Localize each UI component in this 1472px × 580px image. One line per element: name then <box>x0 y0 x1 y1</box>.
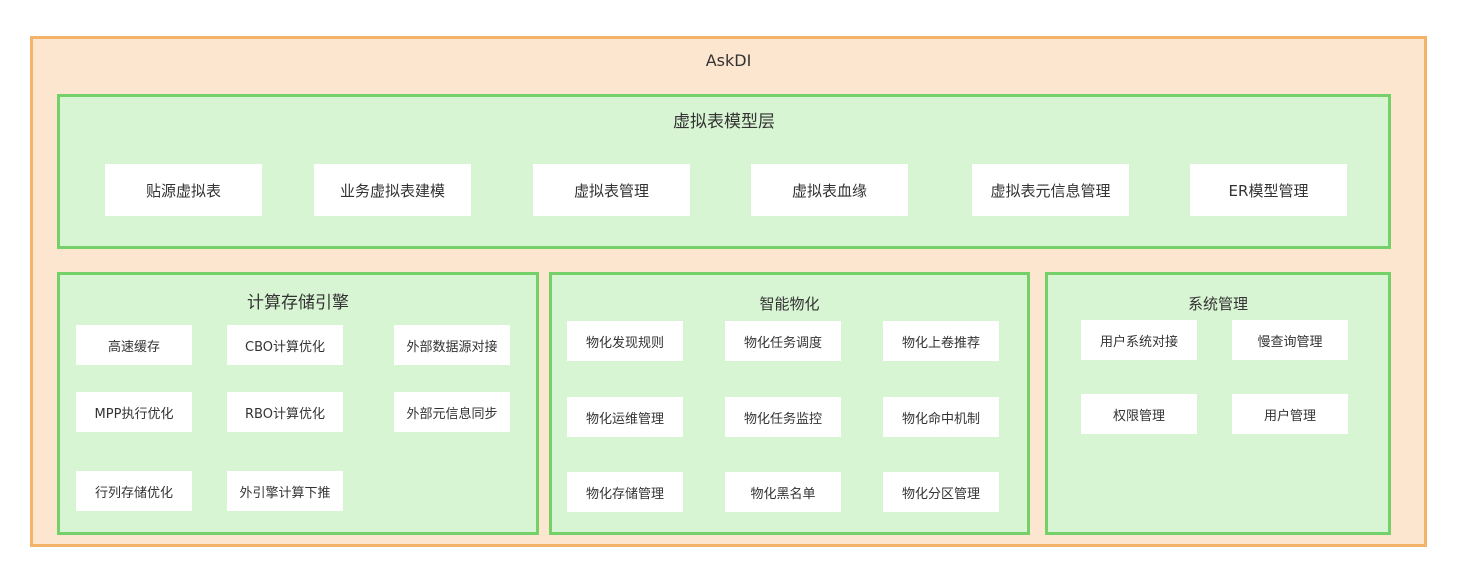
cse-external-datasource: 外部数据源对接 <box>394 325 510 365</box>
smart-materialization-title: 智能物化 <box>759 295 820 313</box>
cse-cbo-optimization: CBO计算优化 <box>227 325 343 365</box>
sys-slow-query-management: 慢查询管理 <box>1232 320 1348 360</box>
sm-task-monitoring: 物化任务监控 <box>725 397 841 437</box>
sm-discovery-rules: 物化发现规则 <box>567 321 683 361</box>
app-title: AskDI <box>705 51 752 70</box>
smart-materialization-panel: 智能物化 物化发现规则 物化任务调度 物化上卷推荐 物化运维管理 物化任务监控 … <box>549 272 1030 535</box>
system-management-title: 系统管理 <box>1187 295 1248 313</box>
cse-mpp-optimization: MPP执行优化 <box>76 392 192 432</box>
sm-rollup-recommendation: 物化上卷推荐 <box>883 321 999 361</box>
cse-high-speed-cache: 高速缓存 <box>76 325 192 365</box>
sm-task-scheduling: 物化任务调度 <box>725 321 841 361</box>
sm-partition-management: 物化分区管理 <box>883 472 999 512</box>
vt-metadata-management: 虚拟表元信息管理 <box>972 164 1129 216</box>
cse-row-column-storage: 行列存储优化 <box>76 471 192 511</box>
sm-ops-management: 物化运维管理 <box>567 397 683 437</box>
sys-user-system-integration: 用户系统对接 <box>1081 320 1197 360</box>
askdi-container: AskDI 虚拟表模型层 贴源虚拟表 业务虚拟表建模 虚拟表管理 虚拟表血缘 虚… <box>30 36 1427 547</box>
cse-pushdown: 外引擎计算下推 <box>227 471 343 511</box>
compute-storage-engine-panel: 计算存储引擎 高速缓存 CBO计算优化 外部数据源对接 MPP执行优化 RBO计… <box>57 272 539 535</box>
cse-rbo-optimization: RBO计算优化 <box>227 392 343 432</box>
sm-storage-management: 物化存储管理 <box>567 472 683 512</box>
virtual-table-layer-panel: 虚拟表模型层 贴源虚拟表 业务虚拟表建模 虚拟表管理 虚拟表血缘 虚拟表元信息管… <box>57 94 1391 249</box>
vt-er-model-management: ER模型管理 <box>1190 164 1347 216</box>
vt-source-virtual-table: 贴源虚拟表 <box>105 164 262 216</box>
sys-permission-management: 权限管理 <box>1081 394 1197 434</box>
vt-management: 虚拟表管理 <box>533 164 690 216</box>
vt-business-modeling: 业务虚拟表建模 <box>314 164 471 216</box>
virtual-table-layer-title: 虚拟表模型层 <box>673 112 775 132</box>
system-management-panel: 系统管理 用户系统对接 慢查询管理 权限管理 用户管理 <box>1045 272 1391 535</box>
sm-hit-mechanism: 物化命中机制 <box>883 397 999 437</box>
sm-blacklist: 物化黑名单 <box>725 472 841 512</box>
compute-storage-engine-title: 计算存储引擎 <box>247 293 349 313</box>
cse-external-metadata-sync: 外部元信息同步 <box>394 392 510 432</box>
sys-user-management: 用户管理 <box>1232 394 1348 434</box>
vt-lineage: 虚拟表血缘 <box>751 164 908 216</box>
